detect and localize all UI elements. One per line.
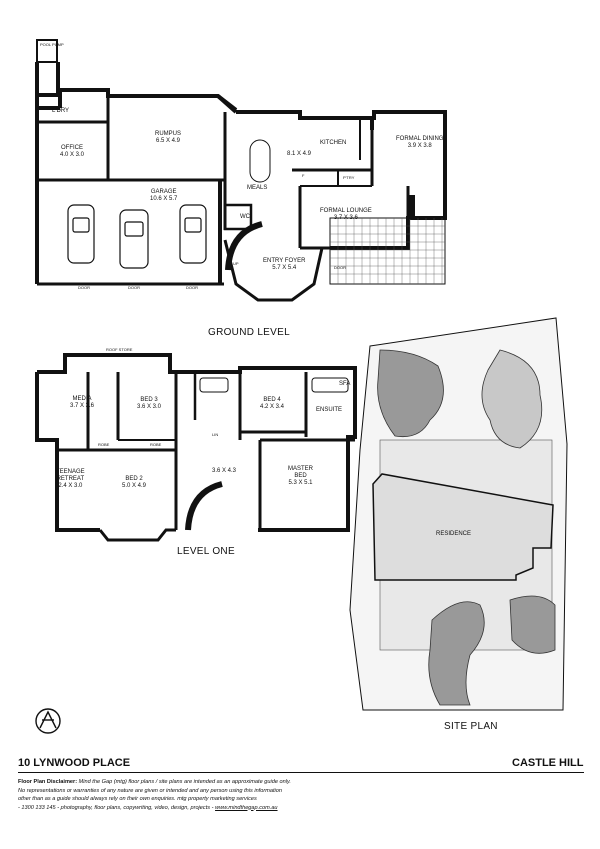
ground-level-title: GROUND LEVEL xyxy=(208,327,290,338)
label-garage-door-1: DOOR xyxy=(78,285,90,290)
label-formal-dining: FORMAL DINING 3.9 X 3.8 xyxy=(396,136,443,150)
label-sfa: SFA xyxy=(339,381,351,387)
label-formal-lounge: FORMAL LOUNGE 3.7 X 3.6 xyxy=(320,208,372,222)
teenage-retreat-name-2: RETREAT xyxy=(56,476,85,482)
label-pantry: P'TRY xyxy=(343,175,355,180)
formal-dining-name: FORMAL DINING xyxy=(396,136,444,142)
formal-lounge-name: FORMAL LOUNGE xyxy=(320,208,372,214)
label-media: MEDIA 3.7 X 3.6 xyxy=(70,396,94,410)
label-garage: GARAGE 10.6 X 5.7 xyxy=(150,189,177,203)
bed3-name: BED 3 xyxy=(140,397,158,403)
label-kitchen-dim: 8.1 X 4.9 xyxy=(287,151,312,157)
rumpus-name: RUMPUS xyxy=(155,131,182,137)
label-entry-foyer: ENTRY FOYER 5.7 X 5.4 xyxy=(263,258,305,272)
bed3-dim: 3.6 X 3.0 xyxy=(137,404,162,410)
label-kitchen: KITCHEN xyxy=(320,140,347,146)
label-residence: RESIDENCE xyxy=(436,531,472,537)
garage-cars xyxy=(67,204,207,269)
label-pool-pump: POOL PUMP xyxy=(40,42,64,47)
level-one-title: LEVEL ONE xyxy=(177,546,235,557)
label-ensuite: ENSUITE xyxy=(316,407,343,413)
bed2-name: BED 2 xyxy=(125,476,143,482)
ground-level-plan xyxy=(35,39,447,302)
ground-stairs xyxy=(225,221,263,271)
office-name: OFFICE xyxy=(61,145,84,151)
label-office: OFFICE 4.0 X 3.0 xyxy=(60,145,84,159)
label-rumpus: RUMPUS 6.5 X 4.9 xyxy=(155,131,181,145)
label-garage-door-2: DOOR xyxy=(128,285,140,290)
website-link[interactable]: www.mindthegap.com.au xyxy=(215,804,278,811)
disclaimer-line-4: - 1300 133 145 - photography, floor plan… xyxy=(18,804,588,813)
label-robe-1: ROBE xyxy=(98,442,110,447)
level-one-plan xyxy=(35,353,357,542)
compass-logo xyxy=(35,708,61,734)
label-roof-storage: ROOF STORE xyxy=(106,347,133,352)
garage-name: GARAGE xyxy=(150,189,177,195)
disclaimer-label: Floor Plan Disclaimer: xyxy=(18,779,78,785)
master-bed-name-2: BED xyxy=(294,473,307,479)
label-master-bed: MASTER BED 5.3 X 5.1 xyxy=(288,466,313,487)
property-address: 10 LYNWOOD PLACE xyxy=(18,757,131,769)
formal-dining-dim: 3.9 X 3.8 xyxy=(407,143,432,149)
office-dim: 4.0 X 3.0 xyxy=(60,152,85,158)
label-laundry: L'DRY xyxy=(52,108,70,114)
level-one-stairs xyxy=(185,481,223,531)
disclaimer-line-2: No representations or warranties of any … xyxy=(18,787,282,794)
entry-foyer-name: ENTRY FOYER xyxy=(263,258,306,264)
master-bed-dim: 5.3 X 5.1 xyxy=(288,480,313,486)
bed4-name: BED 4 xyxy=(263,397,281,403)
label-meals: MEALS xyxy=(247,185,268,191)
label-up: UP xyxy=(233,261,239,266)
media-dim: 3.7 X 3.6 xyxy=(70,403,95,409)
bed2-dim: 5.0 X 4.9 xyxy=(122,483,147,489)
meals-table xyxy=(249,139,271,183)
media-name: MEDIA xyxy=(72,396,92,402)
master-bed-name-1: MASTER xyxy=(288,466,314,472)
disclaimer-line-3: other than as a guide should always rely… xyxy=(18,796,257,802)
disclaimer-text-4: - 1300 133 145 - photography, floor plan… xyxy=(18,804,214,811)
teenage-retreat-dim: 2.4 X 3.0 xyxy=(58,483,83,489)
formal-lounge-dim: 3.7 X 3.6 xyxy=(333,215,358,221)
site-plan-title: SITE PLAN xyxy=(444,721,498,732)
label-wc: WC xyxy=(240,214,250,220)
label-linen: LIN xyxy=(212,432,219,437)
terrace-grid xyxy=(329,217,446,285)
disclaimer: Floor Plan Disclaimer: Mind the Gap (mtg… xyxy=(18,778,588,812)
disclaimer-line-1: Floor Plan Disclaimer: Mind the Gap (mtg… xyxy=(18,778,588,787)
label-teenage-retreat: TEENAGE RETREAT 2.4 X 3.0 xyxy=(56,469,85,490)
label-bed3: BED 3 3.6 X 3.0 xyxy=(137,397,161,411)
bed4-dim: 4.2 X 3.4 xyxy=(260,404,285,410)
entry-foyer-dim: 5.7 X 5.4 xyxy=(272,265,297,271)
disclaimer-text-1: Mind the Gap (mtg) floor plans / site pl… xyxy=(78,779,291,785)
label-terrace-door: DOOR xyxy=(334,265,346,270)
rumpus-dim: 6.5 X 4.9 xyxy=(155,138,181,144)
label-bed2: BED 2 5.0 X 4.9 xyxy=(122,476,146,490)
garage-dim: 10.6 X 5.7 xyxy=(150,196,178,202)
property-suburb: CASTLE HILL xyxy=(512,757,584,769)
footer-divider xyxy=(18,772,584,773)
label-bed4: BED 4 4.2 X 3.4 xyxy=(260,397,284,411)
label-fridge: F xyxy=(302,173,305,178)
site-plan xyxy=(349,317,568,711)
label-robe-2: ROBE xyxy=(150,442,162,447)
label-landing-dim: 3.6 X 4.3 xyxy=(212,468,237,474)
label-garage-door-3: DOOR xyxy=(186,285,198,290)
teenage-retreat-name-1: TEENAGE xyxy=(56,469,85,475)
